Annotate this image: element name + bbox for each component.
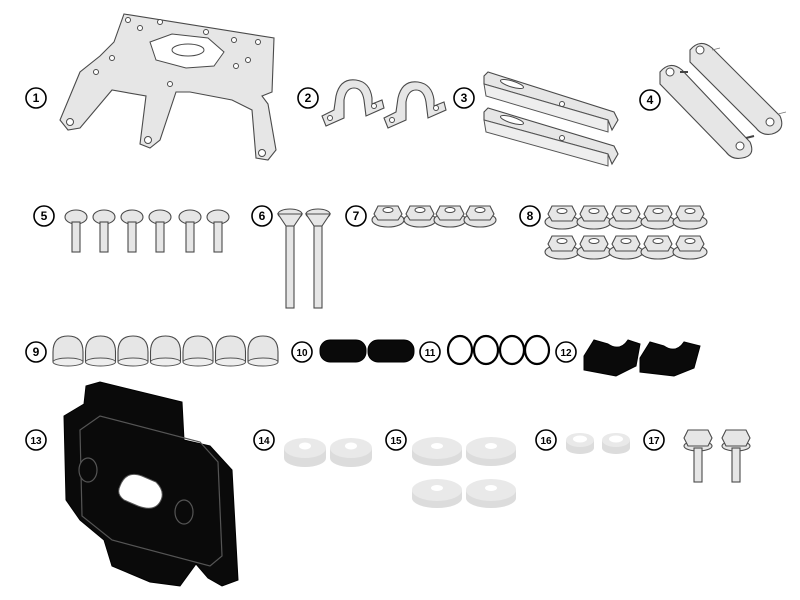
part-8-nuts [544, 205, 708, 260]
part-13-rubber-gasket [63, 381, 239, 587]
spacer-16 [602, 433, 630, 454]
rubber-pad-10 [367, 339, 415, 363]
svg-text:11: 11 [425, 348, 436, 359]
svg-text:15: 15 [390, 436, 402, 447]
spacer-15 [412, 479, 462, 508]
nut-8 [544, 235, 580, 260]
bolt-5 [64, 209, 88, 253]
cap-nut-9 [52, 335, 84, 367]
long-bolt-6 [276, 208, 304, 309]
callout-15: 15 [385, 429, 407, 451]
nut-8 [544, 205, 580, 230]
callout-12: 12 [555, 341, 577, 363]
svg-text:7: 7 [353, 209, 360, 223]
callout-5: 5 [33, 205, 55, 227]
part-17-flange-bolts [683, 429, 751, 483]
part-3-brackets [483, 71, 619, 167]
nut-8 [640, 235, 676, 260]
svg-text:1: 1 [33, 91, 40, 105]
bolt-5 [178, 209, 202, 253]
flange-bolt-17 [721, 429, 751, 483]
callout-17: 17 [643, 429, 665, 451]
part-1-mounting-plate [59, 13, 277, 161]
bolt-5 [206, 209, 230, 253]
spacer-15 [412, 437, 462, 466]
svg-text:9: 9 [33, 345, 40, 359]
part-11-o-rings [446, 334, 551, 366]
callout-11: 11 [419, 341, 441, 363]
svg-text:14: 14 [258, 436, 270, 447]
cap-nut-9 [117, 335, 149, 367]
nut-7 [403, 205, 437, 228]
callout-9: 9 [25, 341, 47, 363]
rubber-pad-10 [319, 339, 367, 363]
callout-16: 16 [535, 429, 557, 451]
part-15-spacers [412, 437, 516, 508]
cap-nut-9 [149, 335, 182, 367]
cap-nut-9 [247, 335, 279, 367]
part-5-bolts [64, 209, 230, 253]
spacer-15 [466, 479, 516, 508]
callout-7: 7 [345, 205, 367, 227]
svg-text:13: 13 [30, 436, 42, 447]
callout-13: 13 [25, 429, 47, 451]
svg-text:17: 17 [648, 436, 660, 447]
callout-3: 3 [453, 87, 475, 109]
svg-text:3: 3 [461, 91, 468, 105]
nut-8 [640, 205, 676, 230]
spacer-16 [566, 433, 594, 454]
bolt-5 [120, 209, 144, 253]
part-6-long-bolts [276, 208, 332, 309]
cap-nut-9 [214, 335, 247, 367]
part-4-rods [659, 42, 787, 159]
svg-text:2: 2 [305, 91, 312, 105]
nut-7 [463, 205, 497, 228]
nut-7 [433, 205, 467, 228]
rubber-wedge-12 [583, 339, 641, 377]
callout-14: 14 [253, 429, 275, 451]
nut-8 [672, 235, 708, 260]
callout-6: 6 [251, 205, 273, 227]
part-7-nuts [371, 205, 497, 228]
part-2-clamps [321, 79, 447, 129]
part-14-spacers [284, 438, 372, 467]
callout-4: 4 [639, 89, 661, 111]
svg-text:16: 16 [540, 436, 552, 447]
rubber-wedge-12 [639, 341, 701, 377]
nut-8 [608, 235, 644, 260]
spacer-14 [284, 438, 326, 467]
o-ring-11 [446, 334, 474, 366]
bolt-5 [148, 209, 172, 253]
o-ring-11 [472, 334, 500, 366]
bolt-5 [92, 209, 116, 253]
nut-8 [608, 205, 644, 230]
svg-text:4: 4 [647, 93, 654, 107]
callout-8: 8 [519, 205, 541, 227]
part-10-rubber-pads [319, 339, 415, 363]
callout-2: 2 [297, 87, 319, 109]
o-ring-11 [523, 334, 551, 366]
nut-8 [672, 205, 708, 230]
part-12-rubber-wedges [583, 339, 701, 377]
part-16-small-spacers [566, 433, 630, 454]
cap-nut-9 [182, 335, 214, 367]
callout-1: 1 [25, 87, 47, 109]
svg-text:10: 10 [296, 348, 308, 359]
svg-text:8: 8 [527, 209, 534, 223]
long-bolt-6 [304, 208, 332, 309]
nut-7 [371, 205, 405, 228]
o-ring-11 [498, 334, 526, 366]
spacer-15 [466, 437, 516, 466]
spacer-14 [330, 438, 372, 467]
nut-8 [576, 235, 612, 260]
cap-nut-9 [84, 335, 117, 367]
nut-8 [576, 205, 612, 230]
svg-text:6: 6 [259, 209, 266, 223]
callout-10: 10 [291, 341, 313, 363]
svg-text:5: 5 [41, 209, 48, 223]
flange-bolt-17 [683, 429, 713, 483]
part-9-cap-nuts [52, 335, 279, 367]
svg-text:12: 12 [560, 348, 572, 359]
